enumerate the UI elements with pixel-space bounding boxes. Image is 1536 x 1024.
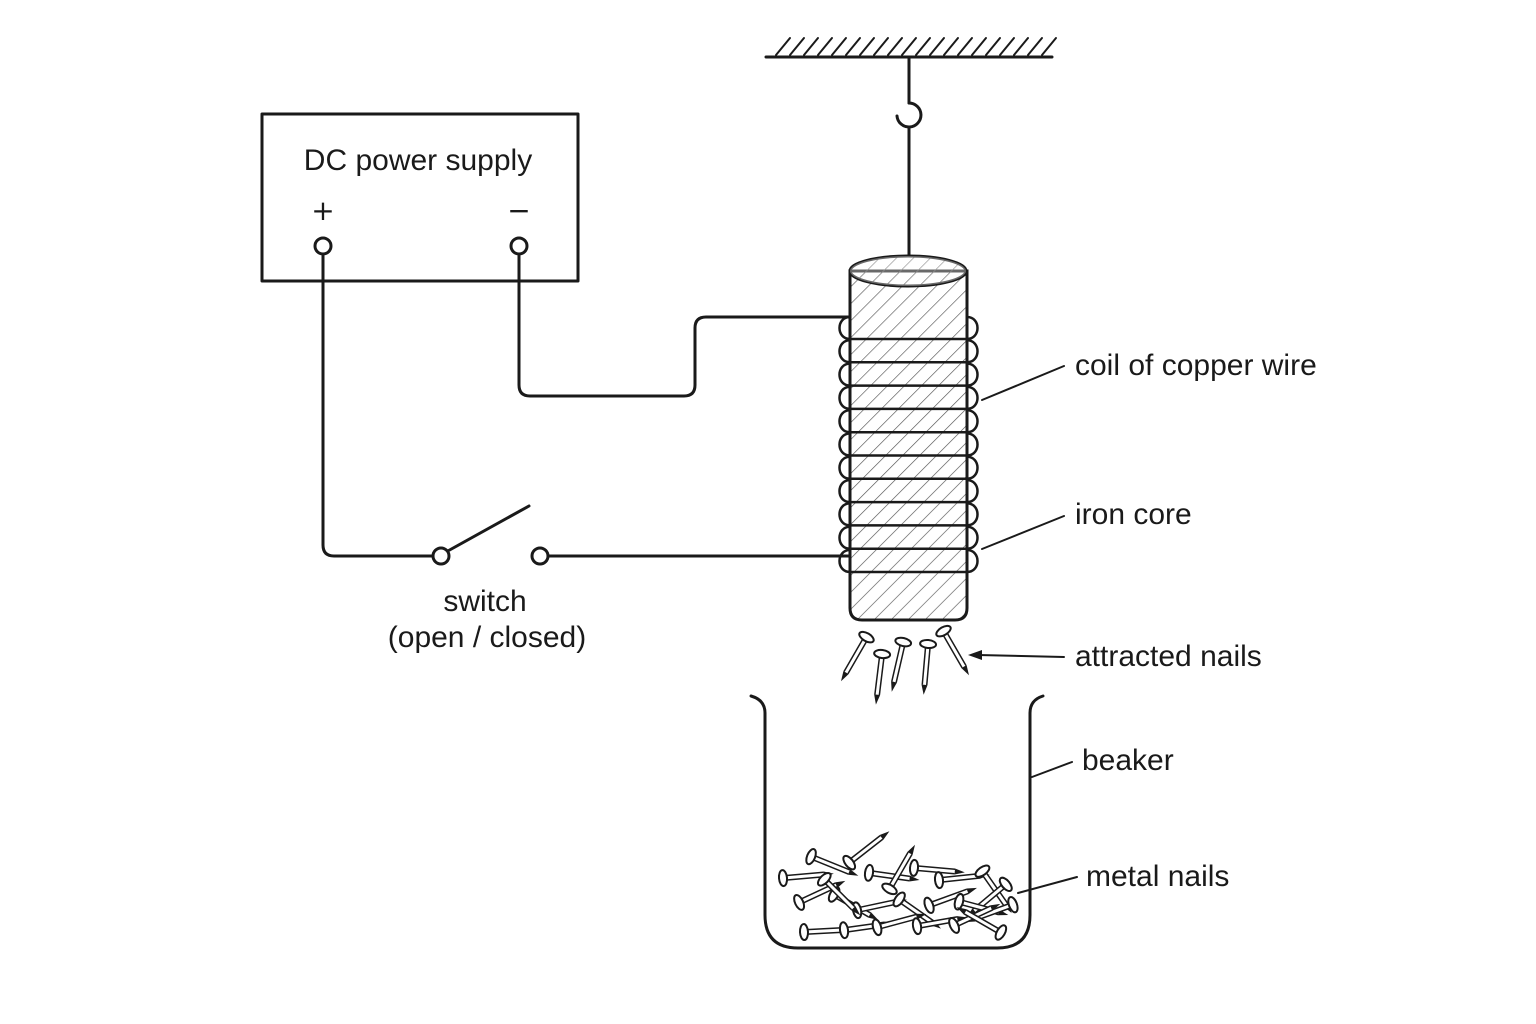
core-leader [981, 515, 1065, 550]
core-label: iron core [1075, 498, 1192, 531]
ceiling-hatch-mark [943, 37, 959, 56]
attracted-nails-label: attracted nails [1075, 640, 1262, 673]
coil-turn [838, 362, 979, 387]
ceiling-hatch-mark [775, 37, 791, 56]
switch-state-label: (open / closed) [388, 621, 586, 654]
copper-coil [838, 315, 979, 574]
ceiling-hatch-mark [831, 37, 847, 56]
switch-label: switch [443, 585, 526, 618]
positive-terminal-symbol: + [311, 194, 334, 227]
ceiling-hatch-mark [1013, 37, 1029, 56]
coil-turn [838, 548, 979, 574]
ceiling-hatch-mark [789, 37, 805, 56]
metal-nails-label: metal nails [1086, 860, 1229, 893]
coil-turn [838, 432, 979, 457]
nails-leader [1017, 876, 1078, 894]
coil-leader [981, 365, 1065, 401]
beaker-leader [1031, 761, 1073, 778]
ceiling-hatch-mark [873, 37, 889, 56]
power-supply-title: DC power supply [304, 144, 532, 177]
ceiling-hatch-mark [1027, 37, 1043, 56]
ceiling-hatch-mark [901, 37, 917, 56]
positive-wire [321, 252, 436, 558]
negative-terminal-symbol: − [507, 194, 530, 227]
coil-turn [838, 525, 979, 550]
ceiling-hatch-mark [915, 37, 931, 56]
ceiling-hatch-mark [803, 37, 819, 56]
beaker [749, 694, 1045, 950]
coil-turn [838, 315, 979, 341]
switch: switch (open / closed) [388, 504, 586, 654]
coil-turn [838, 385, 979, 411]
ceiling-hatch-mark [971, 37, 987, 56]
metal-nails-pile [778, 825, 1019, 942]
ceiling-hatch-mark [817, 37, 833, 56]
coil-turn [838, 502, 979, 527]
attracted-nails [834, 624, 976, 706]
ceiling-hatch-mark [999, 37, 1015, 56]
dc-power-supply: DC power supply + − [260, 112, 580, 283]
ceiling-hatch-mark [887, 37, 903, 56]
ceiling-hatch-mark [929, 37, 945, 56]
ceiling-hatch-mark [845, 37, 861, 56]
negative-terminal [509, 236, 529, 256]
ceiling-hatch-mark [957, 37, 973, 56]
beaker-label: beaker [1082, 744, 1174, 777]
ceiling-hatch-mark [859, 37, 875, 56]
positive-terminal [313, 236, 333, 256]
coil-turn [838, 339, 979, 364]
negative-wire [517, 252, 852, 398]
coil-turn [838, 478, 979, 504]
hanging-hook [895, 55, 923, 258]
coil-turn [838, 455, 979, 481]
coil-turn [838, 408, 979, 434]
ceiling-support [764, 37, 1057, 59]
ceiling-hatch-mark [1041, 37, 1057, 56]
attracted-nails-pointer [968, 650, 1065, 660]
coil-label: coil of copper wire [1075, 349, 1317, 382]
iron-core [848, 254, 969, 622]
ceiling-hatch-mark [985, 37, 1001, 56]
